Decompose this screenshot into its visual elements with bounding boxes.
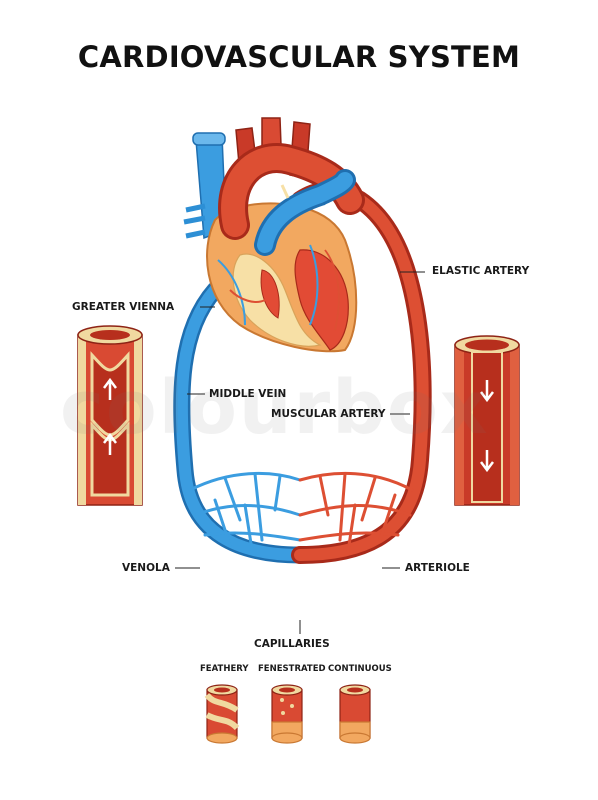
label-venola: VENOLA bbox=[122, 562, 170, 574]
heart bbox=[183, 117, 365, 353]
vein-loop-fill bbox=[175, 284, 306, 561]
arterial-capillaries bbox=[298, 472, 414, 554]
capillary-feathery bbox=[204, 684, 240, 744]
artery-cross-section bbox=[454, 335, 520, 506]
venous-capillaries bbox=[188, 472, 302, 552]
label-continuous: CONTINUOUS bbox=[328, 664, 392, 674]
label-arteriole: ARTERIOLE bbox=[405, 562, 470, 574]
label-feathery: FEATHERY bbox=[200, 664, 249, 674]
label-fenestrated: FENESTRATED bbox=[258, 664, 326, 674]
page-title: CARDIOVASCULAR SYSTEM bbox=[77, 40, 521, 74]
label-muscular-artery: MUSCULAR ARTERY bbox=[271, 408, 386, 420]
label-greater-vienna: GREATER VIENNA bbox=[72, 301, 175, 313]
vein-cross-section bbox=[77, 325, 143, 506]
label-middle-vein: MIDDLE VEIN bbox=[209, 388, 287, 400]
label-capillaries: CAPILLARIES bbox=[254, 638, 330, 650]
capillary-continuous bbox=[339, 684, 371, 744]
watermark: colourbox bbox=[60, 365, 490, 451]
capillary-fenestrated bbox=[271, 684, 303, 744]
label-elastic-artery: ELASTIC ARTERY bbox=[432, 265, 530, 277]
leader-lines bbox=[175, 271, 425, 634]
